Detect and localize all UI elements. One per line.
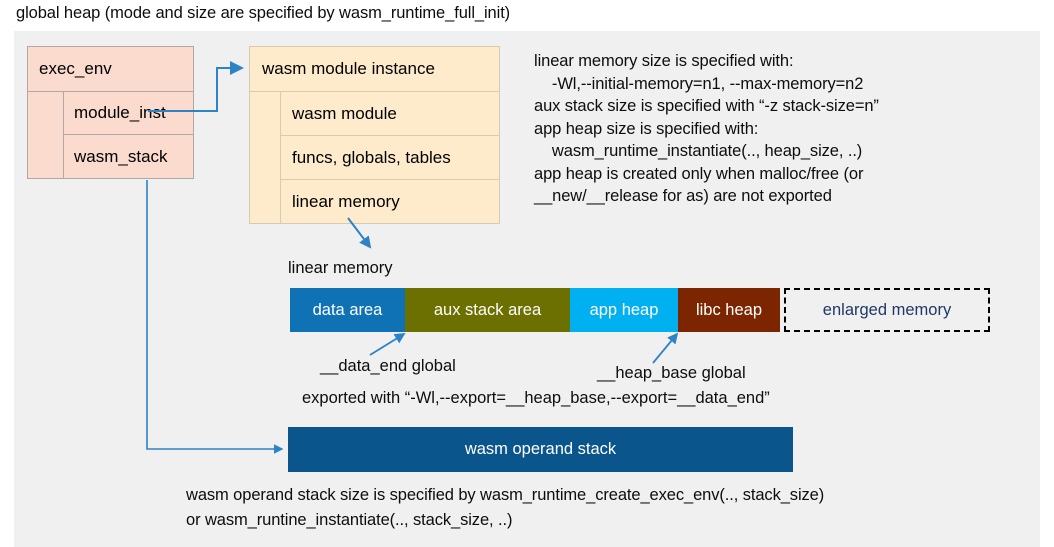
memory-segment-libc-heap: libc heap bbox=[678, 288, 780, 332]
memory-config-notes: linear memory size is specified with: -W… bbox=[534, 52, 879, 205]
exec-env-header: exec_env bbox=[28, 47, 193, 92]
callout-data-end-global: __data_end global bbox=[320, 357, 456, 375]
wasm-operand-stack-box: wasm operand stack bbox=[288, 427, 793, 472]
callout-heap-base-global: __heap_base global bbox=[597, 364, 746, 382]
memory-segment-aux-stack-area: aux stack area bbox=[405, 288, 570, 332]
exec-env-box: exec_env module_inst wasm_stack bbox=[27, 46, 194, 179]
memory-segment-enlarged-memory: enlarged memory bbox=[784, 288, 990, 332]
page-title: global heap (mode and size are specified… bbox=[16, 4, 511, 22]
callout-exported-with: exported with “-Wl,--export=__heap_base,… bbox=[302, 389, 770, 407]
module-instance-row-linear-memory: linear memory bbox=[280, 180, 499, 223]
memory-segment-data-area: data area bbox=[290, 288, 405, 332]
memory-segment-app-heap: app heap bbox=[570, 288, 678, 332]
operand-stack-notes: wasm operand stack size is specified by … bbox=[186, 486, 825, 529]
exec-env-field-wasm-stack: wasm_stack bbox=[63, 135, 193, 178]
module-instance-row-funcs-globals-tables: funcs, globals, tables bbox=[280, 136, 499, 180]
module-instance-row-wasm-module: wasm module bbox=[280, 92, 499, 136]
wasm-module-instance-box: wasm module instance wasm module funcs, … bbox=[249, 46, 500, 224]
linear-memory-caption: linear memory bbox=[288, 259, 393, 277]
exec-env-field-module-inst: module_inst bbox=[63, 92, 193, 135]
wasm-module-instance-header: wasm module instance bbox=[250, 47, 499, 92]
